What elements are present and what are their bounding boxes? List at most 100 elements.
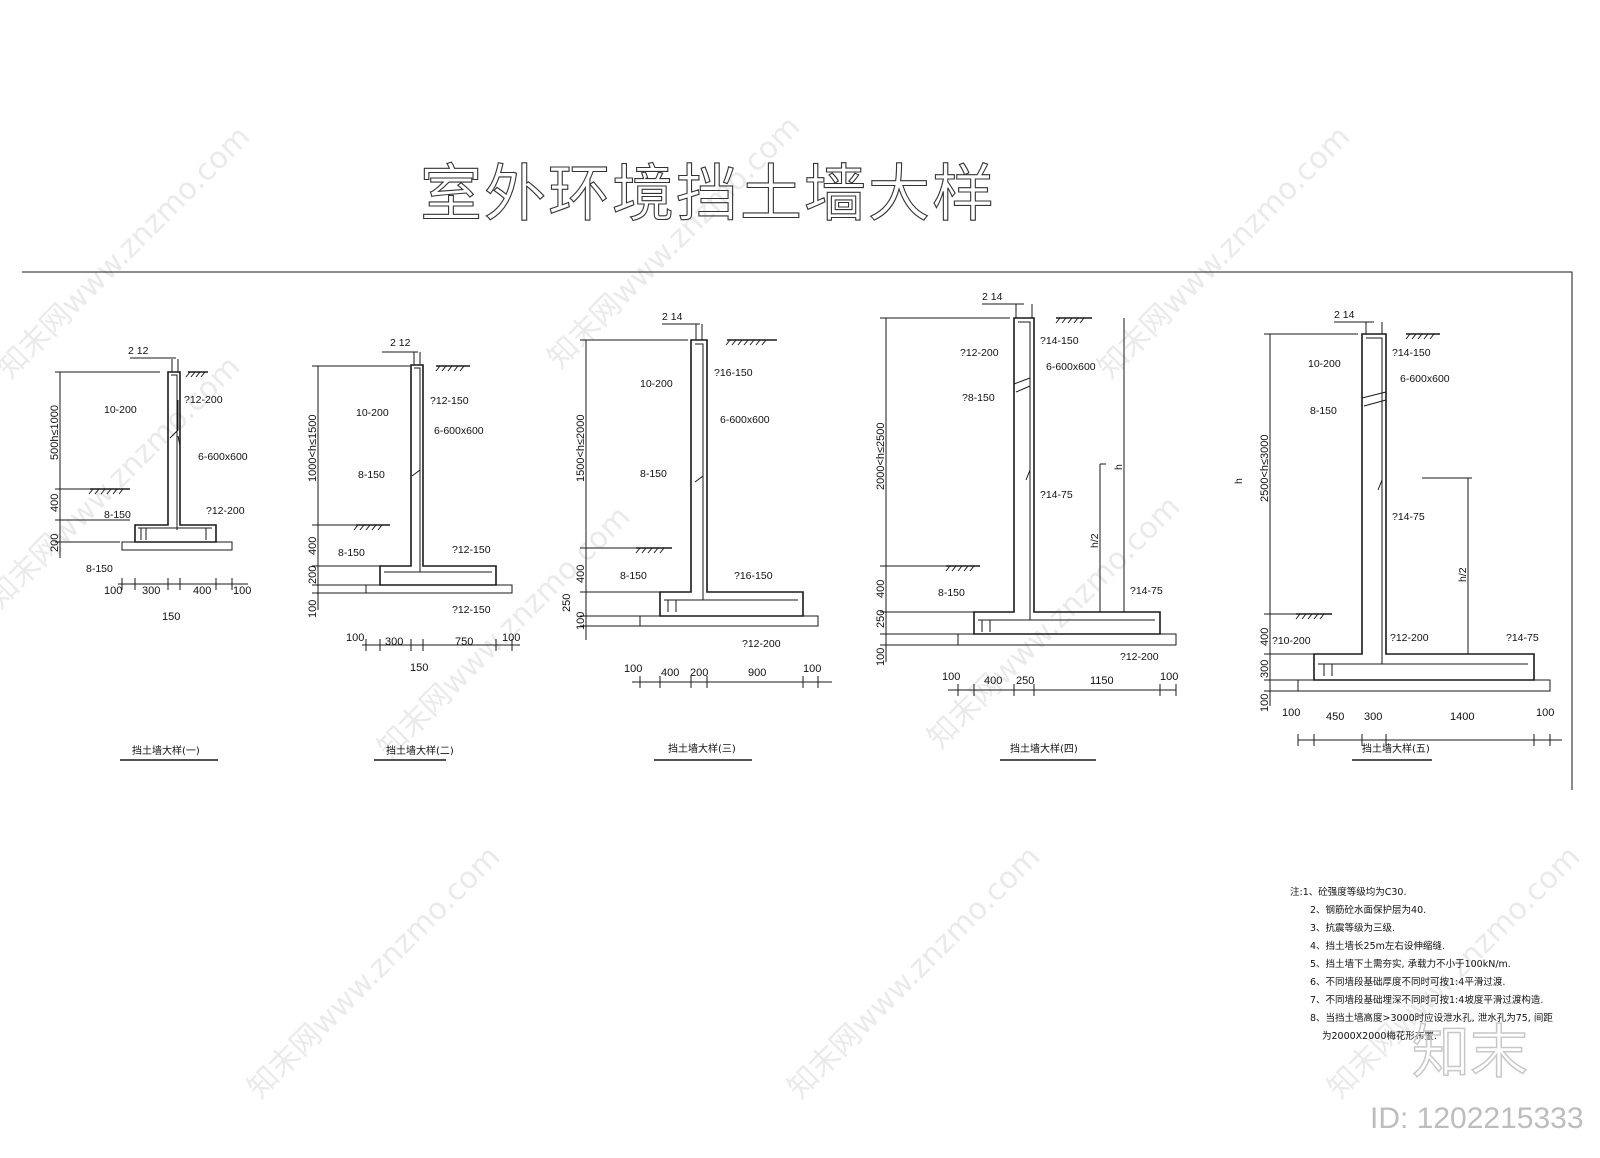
- drawing-label: 900: [748, 667, 766, 679]
- detail-3: 2 14 ?16-150 10-200 6-600x600 8-150 8-15…: [561, 311, 832, 761]
- drawing-linework: [121, 541, 233, 551]
- watermark-layer: 知末网www.znzmo.com 知末网www.znzmo.com 知末网www…: [0, 109, 1587, 1105]
- drawing-label: 400: [193, 585, 211, 597]
- drawing-title: 室外环境挡土墙大样: [420, 157, 996, 230]
- drawing-linework: [1264, 333, 1358, 706]
- drawing-linework: [1055, 317, 1085, 324]
- drawing-linework: [659, 339, 804, 617]
- drawing-linework: [580, 339, 688, 640]
- drawing-label: 200: [690, 667, 708, 679]
- drawing-label: 400: [661, 667, 679, 679]
- drawing-label: 300: [1259, 660, 1271, 678]
- drawing-linework: [435, 365, 465, 372]
- drawing-label: 1150: [1090, 675, 1114, 687]
- watermark-logo: 知末: [1412, 1018, 1528, 1086]
- drawing-linework: [1297, 734, 1562, 746]
- drawing-label: 400: [49, 494, 61, 512]
- drawing-label: 100: [575, 612, 587, 630]
- drawing-label: ?14-150: [1392, 347, 1431, 359]
- drawing-linework: [312, 365, 410, 610]
- drawing-label: 100: [307, 600, 319, 618]
- drawing-label: 200: [307, 566, 319, 584]
- drawing-linework: [1313, 333, 1535, 681]
- drawing-label: ?14-75: [1506, 632, 1539, 644]
- drawing-label: ?12-150: [430, 395, 469, 407]
- drawing-linework: [118, 578, 248, 590]
- note-line: 7、不同墙段基础埋深不同时可按1:4坡度平滑过渡构造.: [1310, 994, 1543, 1006]
- drawing-linework: [1361, 391, 1387, 491]
- drawing-label: 2 12: [128, 345, 149, 357]
- caption-5: 挡土墙大样(五): [1362, 742, 1430, 755]
- detail-5: 2 14 ?14-150 10-200 6-600x600 8-150 ?14-…: [1233, 309, 1562, 761]
- drawing-label: ?12-200: [206, 505, 245, 517]
- drawing-label: 8-150: [104, 509, 131, 521]
- watermark-text: 知末网www.znzmo.com: [781, 839, 1047, 1105]
- drawing-label: 100: [803, 663, 821, 675]
- drawing-linework: [662, 323, 703, 340]
- drawing-linework: [365, 584, 513, 594]
- drawing-label: ?12-200: [1120, 651, 1159, 663]
- drawing-label: ?12-200: [960, 347, 999, 359]
- drawing-linework: [694, 446, 704, 483]
- drawing-label: 400: [575, 565, 587, 583]
- watermark-text: 知末网www.znzmo.com: [0, 349, 247, 615]
- drawing-label: 2 14: [1334, 309, 1355, 321]
- drawing-label: 100: [875, 648, 887, 666]
- drawing-linework: [982, 303, 1033, 318]
- drawing-label: ?14-75: [1392, 511, 1425, 523]
- drawing-label: 500h≤1000: [49, 405, 61, 460]
- drawing-label: 100: [1259, 694, 1271, 712]
- drawing-label: h: [1113, 464, 1125, 470]
- drawing-linework: [1334, 321, 1383, 334]
- drawing-label: 10-200: [356, 407, 389, 419]
- drawing-linework: [384, 367, 492, 573]
- drawing-label: 400: [984, 675, 1002, 687]
- drawing-linework: [635, 547, 665, 554]
- caption-4: 挡土墙大样(四): [1010, 742, 1078, 755]
- drawing-linework: [55, 371, 160, 558]
- drawing-linework: [411, 440, 421, 477]
- drawing-label: 6-600x600: [720, 414, 770, 426]
- drawing-label: 400: [307, 537, 319, 555]
- detail-1: 2 12 10-200 ?12-200 6-600x600 8-150 ?12-…: [49, 345, 251, 761]
- drawing-linework: [880, 317, 1010, 662]
- drawing-linework: [353, 524, 383, 531]
- drawing-label: 10-200: [1308, 358, 1341, 370]
- drawing-linework: [169, 400, 181, 447]
- drawing-label: 750: [455, 636, 473, 648]
- note-line: 6、不同墙段基础厚度不同时可按1:4平滑过渡.: [1310, 976, 1505, 988]
- drawing-label: 300: [142, 585, 160, 597]
- drawing-label: 10-200: [104, 404, 137, 416]
- drawing-label: 150: [410, 662, 428, 674]
- watermark-text: 知末网www.znzmo.com: [241, 839, 507, 1105]
- drawing-label: 100: [1282, 707, 1300, 719]
- drawing-linework: [1295, 613, 1325, 620]
- drawing-linework: [725, 339, 767, 346]
- note-line: 注:1、砼强度等级均为C30.: [1290, 886, 1407, 898]
- drawing-linework: [88, 488, 124, 495]
- drawing-linework: [957, 633, 1177, 646]
- drawing-label: 8-150: [86, 563, 113, 575]
- drawing-label: 400: [1259, 628, 1271, 646]
- drawing-linework: [1013, 377, 1031, 481]
- drawing-linework: [1297, 679, 1551, 692]
- drawing-label: 1000<h≤1500: [307, 414, 319, 482]
- drawing-linework: [1405, 333, 1435, 340]
- drawing-linework: [664, 343, 798, 612]
- watermark-text: 知末网www.znzmo.com: [921, 489, 1187, 755]
- drawing-label: 2 12: [390, 337, 411, 349]
- drawing-label: 250: [875, 610, 887, 628]
- drawing-label: ?16-150: [714, 367, 753, 379]
- note-line: 3、抗震等级为三级.: [1310, 922, 1395, 934]
- drawing-label: 6-600x600: [434, 425, 484, 437]
- caption-2: 挡土墙大样(二): [386, 744, 454, 757]
- drawing-label: h/2: [1457, 567, 1469, 582]
- drawing-label: 6-600x600: [1046, 361, 1096, 373]
- drawing-label: ?16-150: [734, 570, 773, 582]
- drawing-label: ?12-200: [184, 394, 223, 406]
- drawing-label: ?12-200: [742, 638, 781, 650]
- drawing-label: 6-600x600: [1400, 373, 1450, 385]
- drawing-label: 250: [561, 594, 573, 612]
- watermark-id: ID: 1202215333: [1370, 1102, 1584, 1135]
- drawing-label: 300: [385, 636, 403, 648]
